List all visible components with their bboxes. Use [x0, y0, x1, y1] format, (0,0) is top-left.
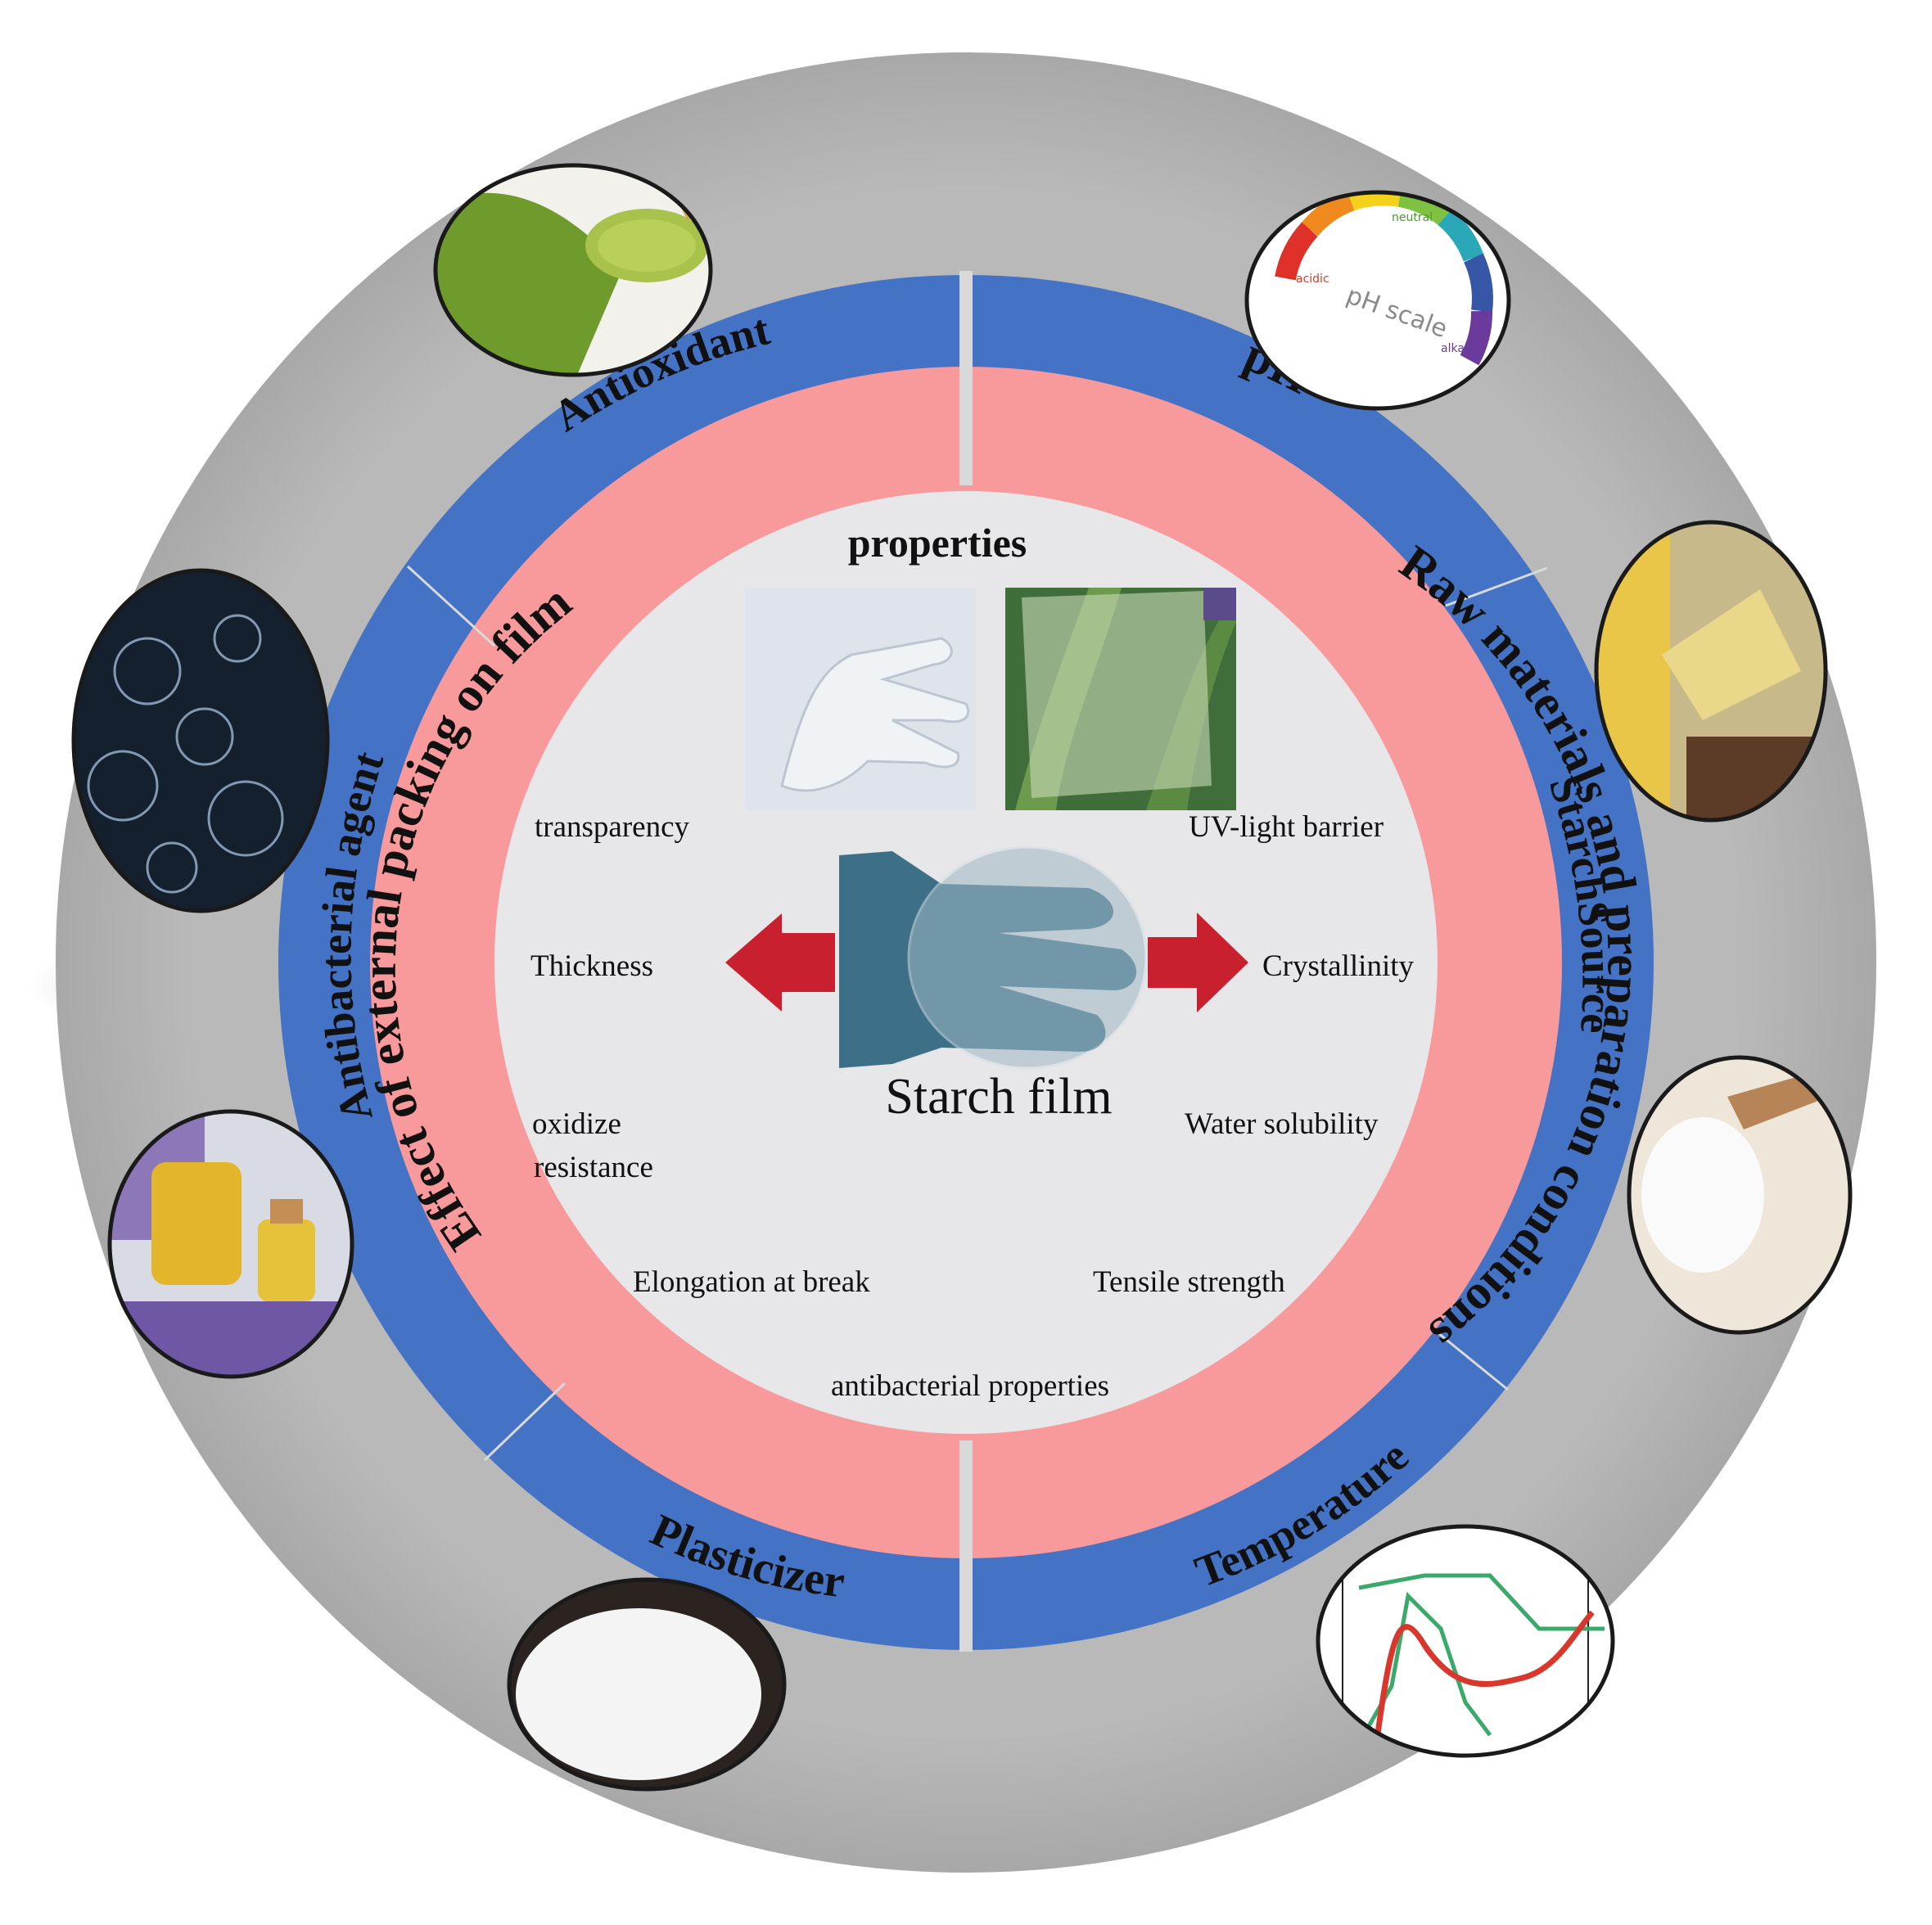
- divider-line: [1445, 566, 1548, 607]
- divider-line: [483, 1382, 567, 1462]
- property-thickness: Thickness: [530, 949, 653, 983]
- starch-film-on-glove-photo: [837, 845, 1148, 1070]
- property-oxidize: oxidize: [532, 1107, 621, 1141]
- property-elongation: Elongation at break: [633, 1265, 870, 1299]
- property-crystallinity: Crystallinity: [1262, 949, 1415, 983]
- rice-starch-image: [1627, 1055, 1853, 1335]
- plastic-glove-photo: [745, 588, 976, 810]
- property-transparency: transparency: [535, 810, 690, 844]
- green-tea-powder-image: [433, 163, 713, 377]
- property-tensile-strength: Tensile strength: [1093, 1265, 1285, 1299]
- property-resistance: resistance: [534, 1151, 653, 1184]
- property-antibacterial: antibacterial properties: [831, 1369, 1109, 1403]
- starch-film-title: Starch film: [885, 1069, 1112, 1125]
- property-uv-light-barrier: UV-light barrier: [1189, 810, 1384, 844]
- nanoparticles-image: [71, 568, 330, 913]
- white-powder-image: [507, 1577, 787, 1792]
- ph-scale-image: acidic neutral alkaline pH scale: [1244, 190, 1511, 411]
- svg-text:alkaline: alkaline: [1441, 342, 1485, 355]
- divider-line: [406, 565, 496, 647]
- divider-top: [959, 271, 973, 485]
- svg-text:neutral: neutral: [1392, 211, 1433, 224]
- properties-heading: properties: [848, 520, 1027, 566]
- property-water-solubility: Water solubility: [1185, 1107, 1379, 1141]
- temperature-graph-image: [1316, 1524, 1615, 1758]
- essential-oil-image: [107, 1109, 354, 1379]
- right-arrow: [1148, 913, 1248, 1012]
- divider-line: [1429, 1324, 1509, 1391]
- svg-text:acidic: acidic: [1296, 273, 1329, 286]
- starch-film-on-leaf-photo: [1005, 588, 1236, 810]
- divider-bottom: [959, 1440, 973, 1652]
- corn-starch-image: [1594, 520, 1828, 823]
- left-arrow: [725, 913, 835, 1012]
